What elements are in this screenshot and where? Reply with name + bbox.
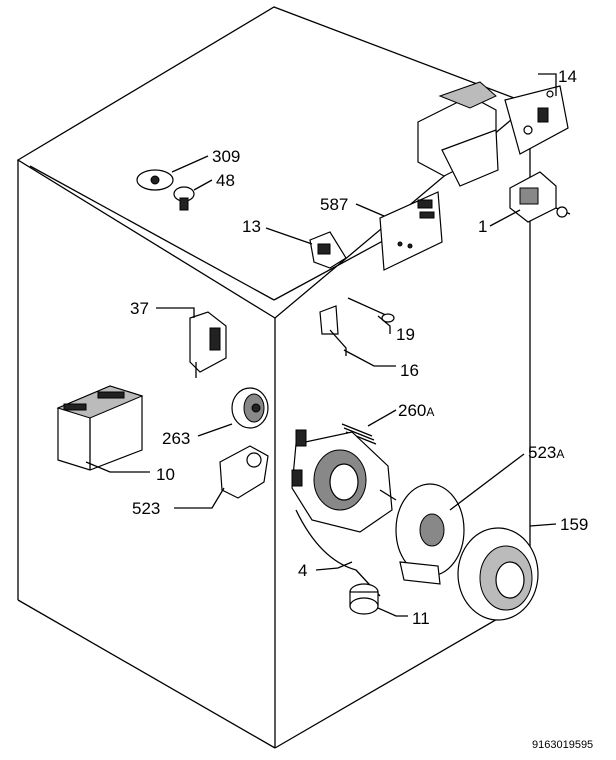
part-19-sensor-probe [347,297,395,323]
part-48-knob [173,186,195,211]
label-14: 14 [558,67,577,86]
part-4-wire [295,509,381,597]
motor-assembly [291,429,397,533]
label-523: 523 [132,499,160,518]
label-523a-suffix: A [556,447,564,461]
part-14-timer-assembly [417,81,569,187]
label-48: 48 [216,171,235,190]
label-523a-number: 523 [528,443,556,462]
label-37: 37 [130,299,149,318]
label-587: 587 [320,195,348,214]
label-260a: 260A [398,401,434,420]
part-523-bracket [219,445,269,499]
part-523a-fan-disc [395,483,465,585]
label-4: 4 [298,561,307,580]
label-10: 10 [156,465,175,484]
part-587-pcb [379,191,443,271]
label-13: 13 [242,217,261,236]
label-159: 159 [560,515,588,534]
label-11: 11 [412,609,430,628]
part-10-filter [56,385,144,471]
label-16: 16 [400,361,419,380]
part-263-pulley [231,387,269,429]
label-260a-suffix: A [426,405,434,419]
part-11-capacitor [349,583,379,615]
label-523a: 523A [528,443,564,462]
label-1: 1 [478,217,487,236]
part-13-connector [309,231,347,269]
part-16-thermostat-clip [319,305,347,356]
reference-number: 9163019595 [532,739,593,751]
part-37-switch-bracket [189,311,227,378]
part-1-selector-switch [509,171,571,223]
label-19: 19 [396,325,415,344]
label-263: 263 [162,429,190,448]
label-260a-number: 260 [398,401,426,420]
part-159-blower-wheel [457,527,539,621]
part-309-bracket [136,169,174,191]
leader-lines [85,73,557,617]
label-309: 309 [212,147,240,166]
